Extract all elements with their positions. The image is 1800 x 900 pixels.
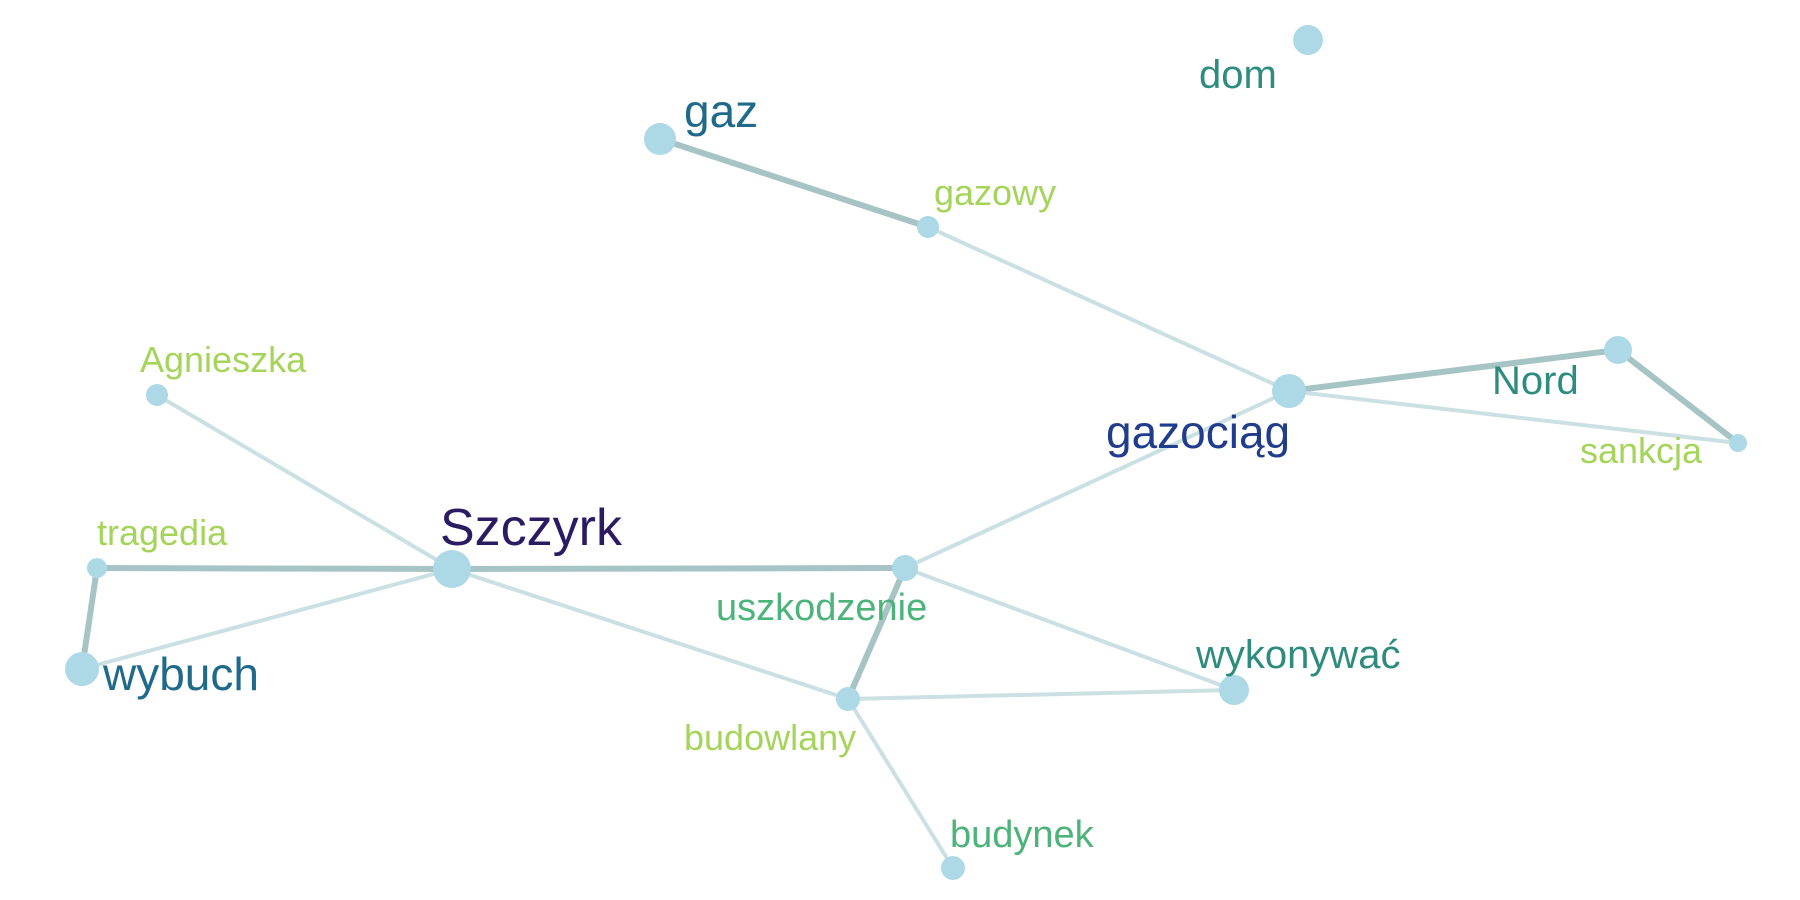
label-wykonywac: wykonywać — [1195, 633, 1401, 677]
edge-szczyrk-tragedia — [94, 565, 455, 572]
edge-nord-sankcja — [1615, 347, 1741, 446]
edge-gazociag-sankcja — [1287, 389, 1740, 445]
edge-tragedia-wybuch — [79, 565, 100, 672]
label-budowlany: budowlany — [684, 717, 856, 758]
label-dom: dom — [1199, 53, 1277, 97]
edge-gaz-gazowy — [657, 136, 931, 230]
edge-gazowy-gazociag — [926, 225, 1291, 393]
node-wykonywac — [1219, 675, 1249, 705]
node-uszkodzenie — [892, 555, 918, 581]
label-gazociag: gazociąg — [1106, 406, 1290, 458]
node-agnieszka — [146, 384, 168, 406]
node-szczyrk — [433, 550, 471, 588]
label-agnieszka: Agnieszka — [140, 339, 307, 380]
node-budynek — [941, 856, 965, 880]
node-wybuch — [65, 652, 99, 686]
edge-budowlany-wykonywac — [846, 688, 1236, 701]
label-uszkodzenie: uszkodzenie — [716, 587, 927, 629]
edge-layer — [79, 136, 1741, 870]
label-tragedia: tragedia — [97, 512, 228, 553]
label-sankcja: sankcja — [1580, 430, 1703, 471]
label-gaz: gaz — [684, 85, 758, 137]
node-gazowy — [917, 216, 939, 238]
node-tragedia — [87, 558, 107, 578]
edge-szczyrk-wybuch — [80, 567, 454, 671]
node-layer — [65, 25, 1747, 880]
edge-uszkodzenie-budowlany — [845, 565, 908, 702]
node-sankcja — [1729, 434, 1747, 452]
edge-gazociag-uszkodzenie — [903, 389, 1291, 570]
label-wybuch: wybuch — [102, 648, 259, 700]
edge-szczyrk-agnieszka — [155, 393, 454, 571]
node-dom — [1293, 25, 1323, 55]
label-szczyrk: Szczyrk — [440, 499, 623, 557]
node-gaz — [644, 123, 676, 155]
edge-szczyrk-uszkodzenie — [449, 565, 908, 572]
label-gazowy: gazowy — [934, 172, 1056, 213]
edge-budowlany-budynek — [846, 697, 955, 870]
node-gazociag — [1272, 374, 1306, 408]
edge-gazociag-nord — [1286, 347, 1621, 394]
label-budynek: budynek — [950, 814, 1095, 856]
label-nord: Nord — [1492, 359, 1579, 403]
edge-uszkodzenie-wykonywac — [903, 566, 1236, 692]
node-budowlany — [836, 687, 860, 711]
edge-szczyrk-budowlany — [450, 567, 850, 701]
node-nord — [1604, 336, 1632, 364]
